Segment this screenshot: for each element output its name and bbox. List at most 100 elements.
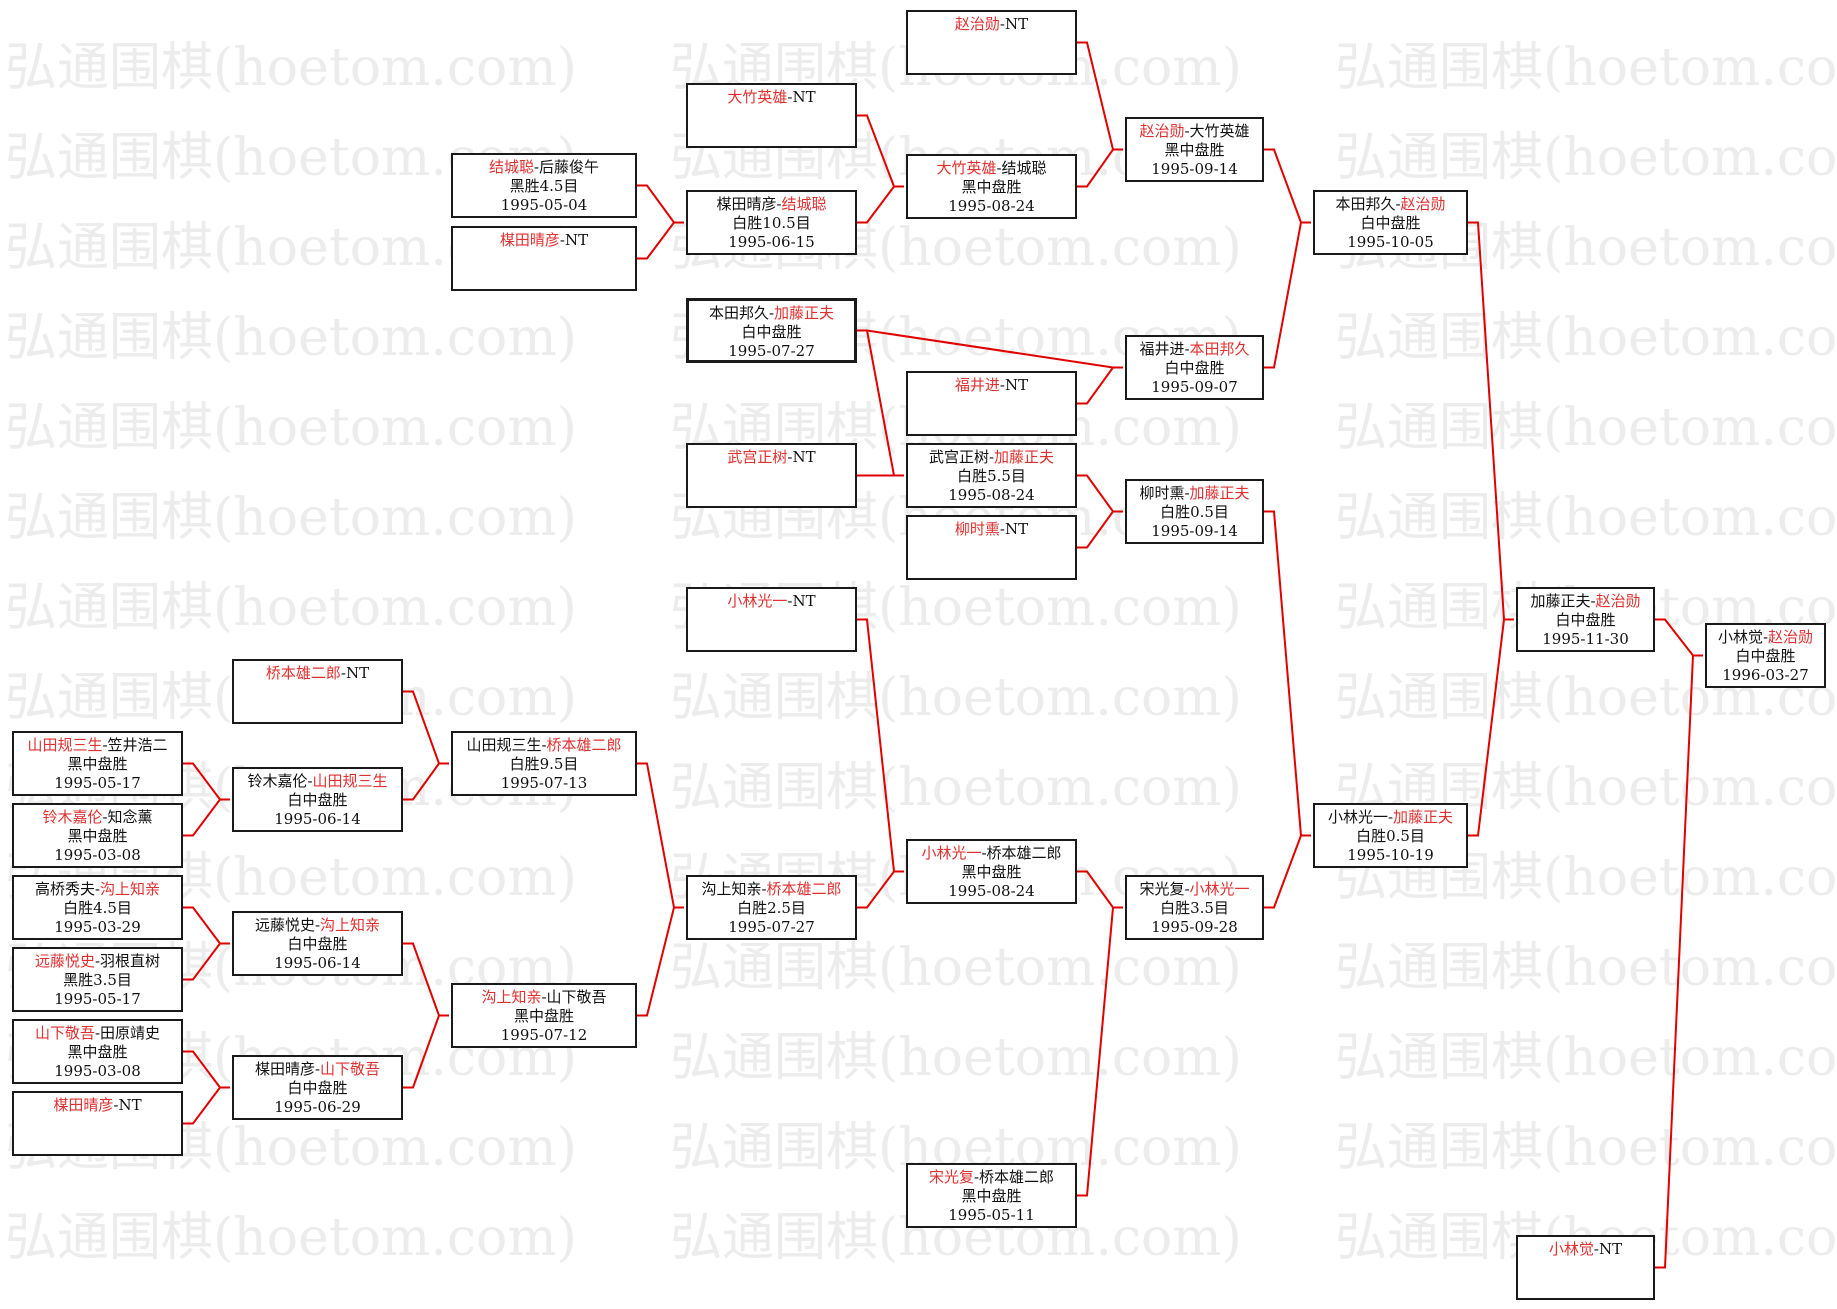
player-name: 楳田晴彦 [716,195,777,213]
match-players: 山田规三生-桥本雄二郎 [453,736,635,755]
player-name: 楳田晴彦 [53,1096,114,1114]
connector-line [637,184,684,224]
match-box-b1: 赵治勋-NT [906,10,1077,75]
connector-line [1077,510,1123,549]
player-name: 山下敬吾 [320,1060,381,1078]
match-box-b34: 楳田晴彦-NT [12,1091,183,1156]
match-result: 黑中盘胜 [961,178,1022,196]
connector-line [183,1086,230,1125]
match-date: 1995-07-27 [728,918,815,936]
watermark-text: 弘通围棋(hoetom.com) [1335,128,1837,188]
match-players: 山田规三生-笠井浩二 [14,736,181,755]
player-name: 柳时熏 [1139,484,1185,502]
match-players: 赵治勋-大竹英雄 [1127,122,1262,141]
separator: - [559,231,565,249]
watermark-text: 弘通围棋(hoetom.com) [1335,938,1837,998]
connector-line [183,798,230,837]
match-players: 武宫正树-NT [688,448,855,467]
player-name: 沟上知亲 [100,880,161,898]
match-date: 1995-03-08 [54,846,141,864]
match-box-b15: 柳时熏-NT [906,515,1077,580]
separator: - [113,1096,119,1114]
connector-line [1077,870,1123,909]
match-box-b12: 武宫正树-NT [686,443,857,508]
player-name: NT [1004,15,1029,33]
match-box-b2: 大竹英雄-NT [686,83,857,148]
match-players: 福井进-本田邦久 [1127,340,1262,359]
connector-line [637,906,684,1017]
player-name: 结城聪 [488,158,534,176]
match-date: 1995-08-24 [948,486,1035,504]
player-name: NT [345,664,370,682]
match-date: 1995-03-08 [54,1062,141,1080]
match-result: 白胜0.5目 [1356,827,1425,845]
match-date: 1995-06-29 [274,1098,361,1116]
separator: - [761,880,767,898]
match-result: 黑胜4.5目 [509,177,579,195]
match-players: 楳田晴彦-NT [453,231,635,250]
player-name: 小林觉 [1717,628,1763,646]
player-name: 加藤正夫 [1393,808,1454,826]
player-name: 铃木嘉伦 [42,808,103,826]
separator: - [776,195,782,213]
match-result: 白胜10.5目 [732,214,811,232]
match-players: 柳时熏-NT [908,520,1075,539]
player-name: 桥本雄二郎 [546,736,622,754]
connector-line [183,942,230,981]
match-date: 1995-05-04 [500,196,588,214]
match-date: 1995-03-29 [54,918,141,936]
match-result: 黑中盘胜 [67,1043,128,1061]
separator: - [541,988,547,1006]
match-players: 楳田晴彦-结城聪 [688,195,855,214]
separator: - [981,844,987,862]
player-name: 武宫正树 [928,448,989,466]
separator: - [102,808,108,826]
separator: - [1184,340,1190,358]
connector-line [857,185,904,224]
connector-line [403,1014,449,1089]
match-result: 白胜2.5目 [737,899,806,917]
connector-line [183,762,230,801]
watermark-text: 弘通围棋(hoetom.com) [1335,488,1837,548]
match-date: 1995-10-19 [1347,846,1434,864]
connector-line [1077,366,1123,405]
separator: - [999,15,1005,33]
player-name: 桥本雄二郎 [979,1168,1055,1186]
separator: - [768,304,775,322]
player-name: 田原靖史 [100,1024,161,1042]
match-players: 铃木嘉伦-知念薰 [14,808,181,827]
connector-line [1077,474,1123,513]
player-name: 小林光一 [1327,808,1388,826]
match-players: 小林光一-加藤正夫 [1315,808,1466,827]
player-name: 桥本雄二郎 [986,844,1062,862]
connector-line [1468,221,1514,621]
player-name: 桥本雄二郎 [265,664,341,682]
player-name: 宋光复 [1139,880,1185,898]
match-players: 宋光复-小林光一 [1127,880,1262,899]
separator: - [1762,628,1769,646]
match-box-b11: 福井进-NT [906,371,1077,436]
match-date: 1995-11-30 [1542,630,1629,648]
match-players: 山下敬吾-田原靖史 [14,1024,181,1043]
match-result: 白中盘胜 [287,791,348,809]
player-name: NT [1598,1240,1623,1258]
connector-line [1264,221,1311,369]
watermark-text: 弘通围棋(hoetom.com) [670,1028,1242,1088]
connector-line [1655,618,1703,657]
match-result: 白中盘胜 [287,1079,348,1097]
connector-line [857,870,904,909]
player-name: 山下敬吾 [546,988,607,1006]
connector-line [637,221,684,260]
player-name: 山田规三生 [27,736,103,754]
separator: - [999,520,1005,538]
connector-line [1655,654,1703,1269]
match-result: 黑中盘胜 [1164,141,1225,159]
